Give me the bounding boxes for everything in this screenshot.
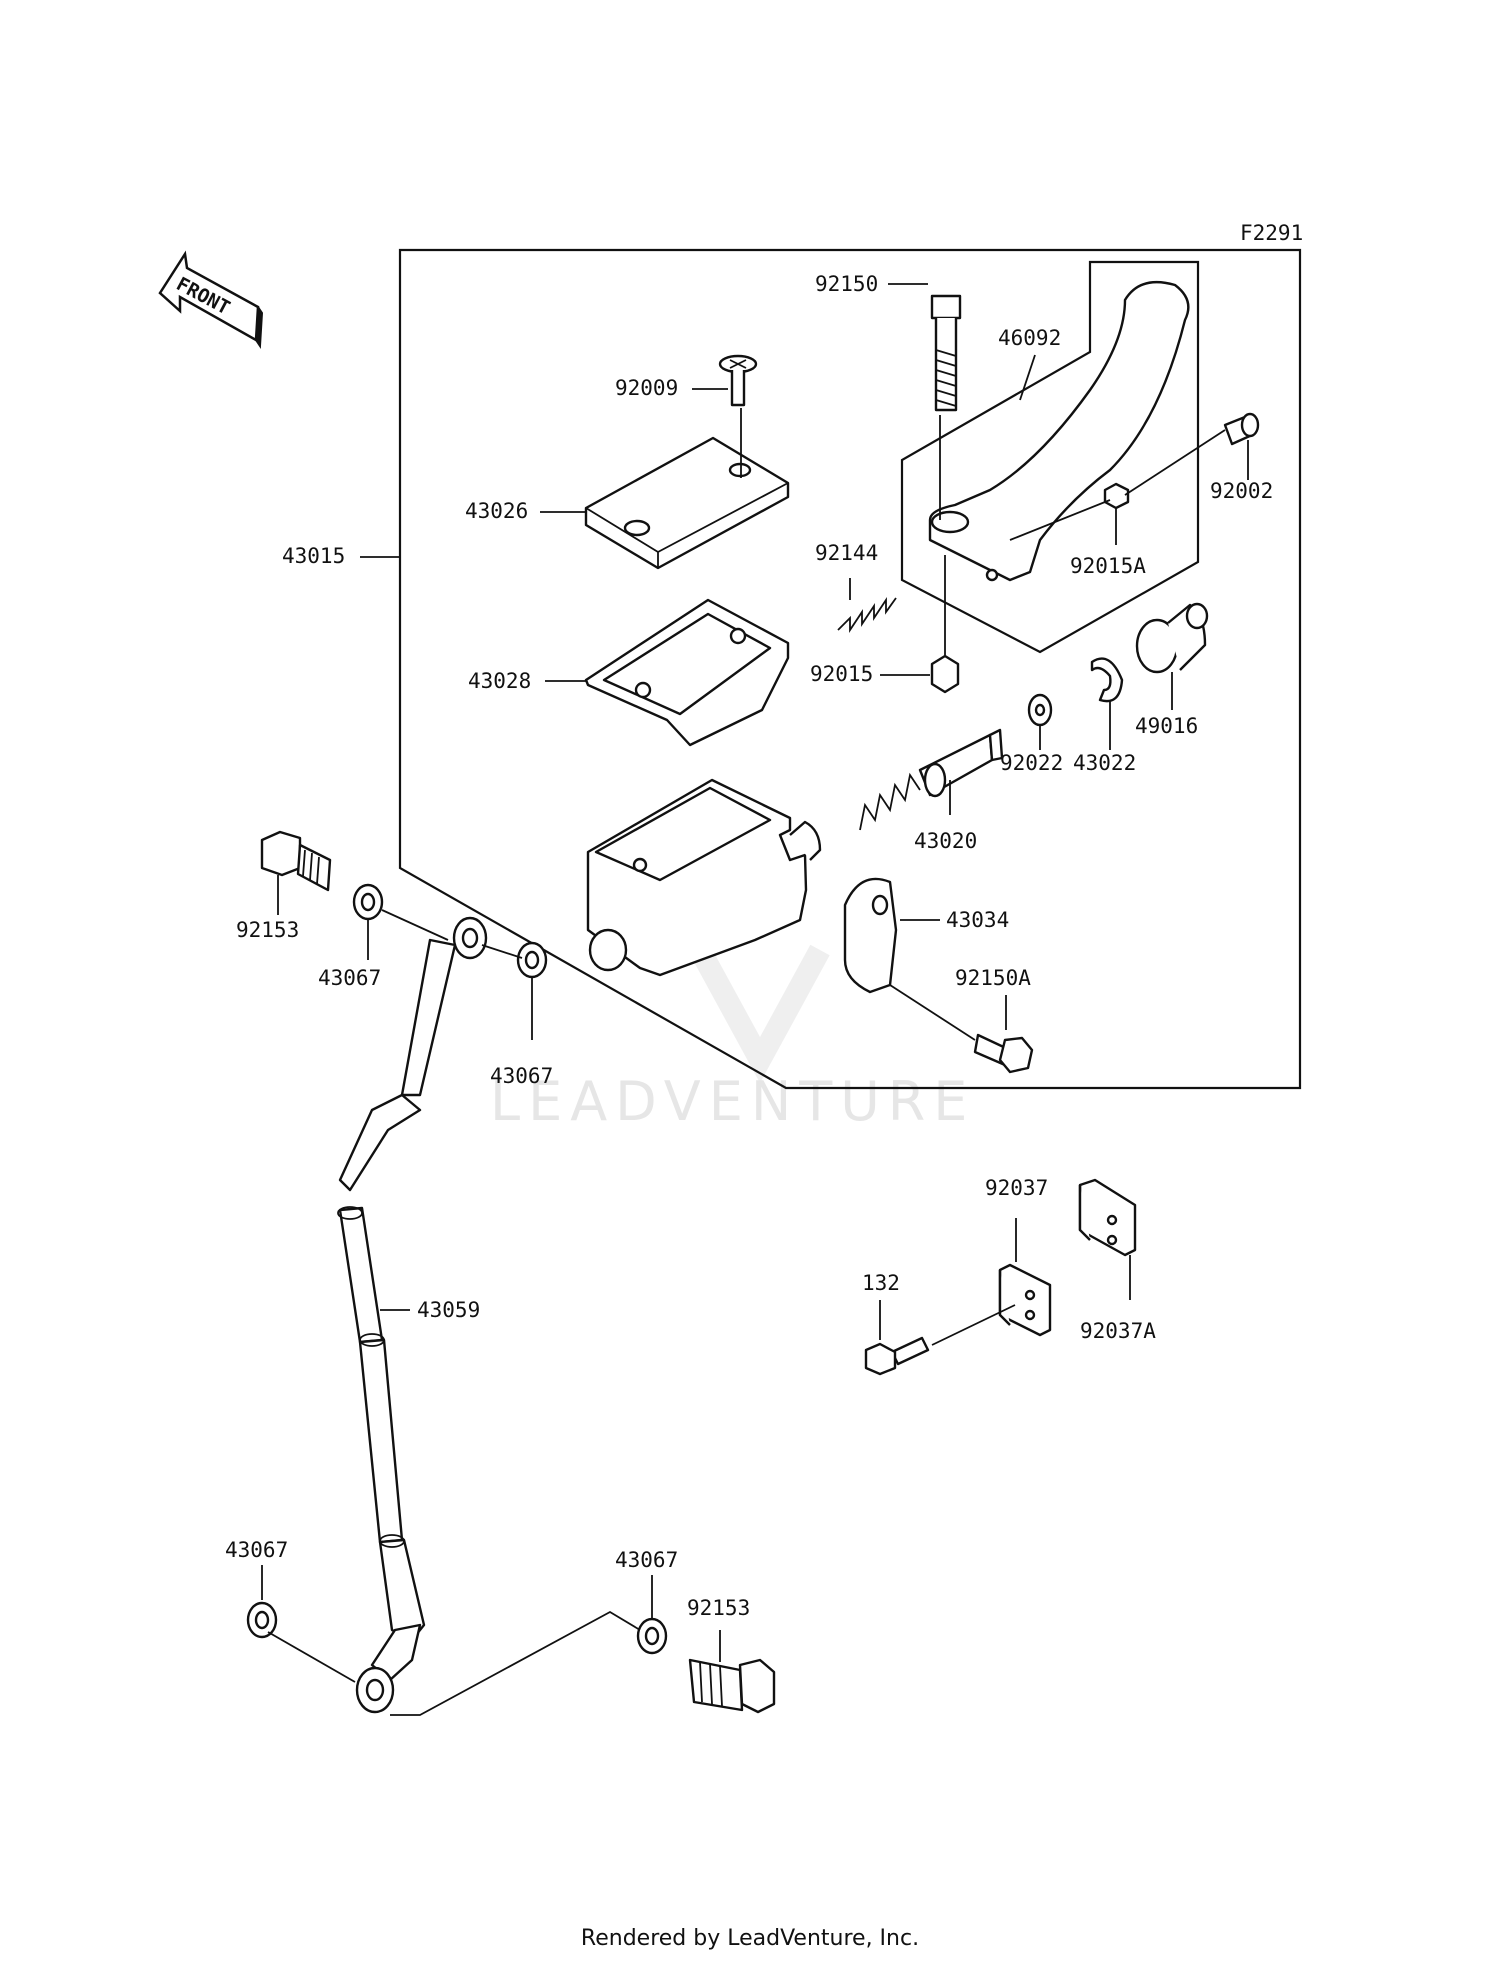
spring-92144 <box>837 597 897 633</box>
pivot-bolt-92150 <box>930 294 962 412</box>
brake-hose-43059 <box>337 916 488 1714</box>
render-credit: Rendered by LeadVenture, Inc. <box>580 1926 920 1951</box>
hose-clamp-92037 <box>998 1263 1052 1337</box>
label-92022: 92022 <box>1000 751 1063 775</box>
cover-screw-92009 <box>718 354 758 407</box>
watermark-text: LEADVENTURE <box>490 1070 975 1133</box>
bolt-132 <box>864 1336 930 1376</box>
piston-43020 <box>859 728 1004 831</box>
label-43067-c: 43067 <box>225 1538 288 1562</box>
label-43067-a: 43067 <box>318 966 381 990</box>
label-92002: 92002 <box>1210 479 1273 503</box>
assembly-frame <box>398 248 1302 1090</box>
diaphragm-43028 <box>584 598 790 747</box>
washer-43067-d <box>636 1617 668 1655</box>
clamp-43034 <box>843 877 898 994</box>
label-43015: 43015 <box>282 544 345 568</box>
washer-92022 <box>1027 693 1053 727</box>
washer-43067-a <box>352 883 384 921</box>
washer-43067-b <box>516 941 548 979</box>
banjo-bolt-92153-bottom <box>688 1658 776 1714</box>
label-43022: 43022 <box>1073 751 1136 775</box>
master-cylinder-body <box>586 778 822 977</box>
label-92150: 92150 <box>815 272 878 296</box>
label-43020: 43020 <box>914 829 977 853</box>
brake-lever-46092 <box>928 280 1190 582</box>
washer-43067-c <box>246 1601 278 1639</box>
label-43026: 43026 <box>465 499 528 523</box>
banjo-bolt-92153-top <box>260 830 332 892</box>
label-49016: 49016 <box>1135 714 1198 738</box>
label-43067-b: 43067 <box>490 1064 553 1088</box>
figure-code: F2291 <box>1240 221 1303 245</box>
front-arrow-icon: FRONT <box>158 250 264 350</box>
leader-lines <box>261 283 1249 1716</box>
lever-box <box>900 260 1200 654</box>
label-132: 132 <box>862 1271 900 1295</box>
label-92015A: 92015A <box>1070 554 1146 578</box>
adjust-screw-92002 <box>1223 412 1260 446</box>
label-92144: 92144 <box>815 541 878 565</box>
label-92153-bottom: 92153 <box>687 1596 750 1620</box>
label-46092: 46092 <box>998 326 1061 350</box>
label-92015: 92015 <box>810 662 873 686</box>
label-92037: 92037 <box>985 1176 1048 1200</box>
label-43059: 43059 <box>417 1298 480 1322</box>
label-43028: 43028 <box>468 669 531 693</box>
clamp-bolt-92150A <box>973 1033 1034 1074</box>
label-43067-d: 43067 <box>615 1548 678 1572</box>
nut-92015A <box>1103 482 1130 510</box>
hose-clamp-92037A <box>1078 1178 1137 1257</box>
circlip-43022 <box>1090 657 1124 703</box>
label-43034: 43034 <box>946 908 1009 932</box>
label-92150A: 92150A <box>955 966 1031 990</box>
label-92037A: 92037A <box>1080 1319 1156 1343</box>
label-92009: 92009 <box>615 376 678 400</box>
dust-boot-49016 <box>1135 602 1209 674</box>
nut-92015 <box>930 654 960 694</box>
label-92153-top: 92153 <box>236 918 299 942</box>
reservoir-cover-43026 <box>584 436 790 570</box>
